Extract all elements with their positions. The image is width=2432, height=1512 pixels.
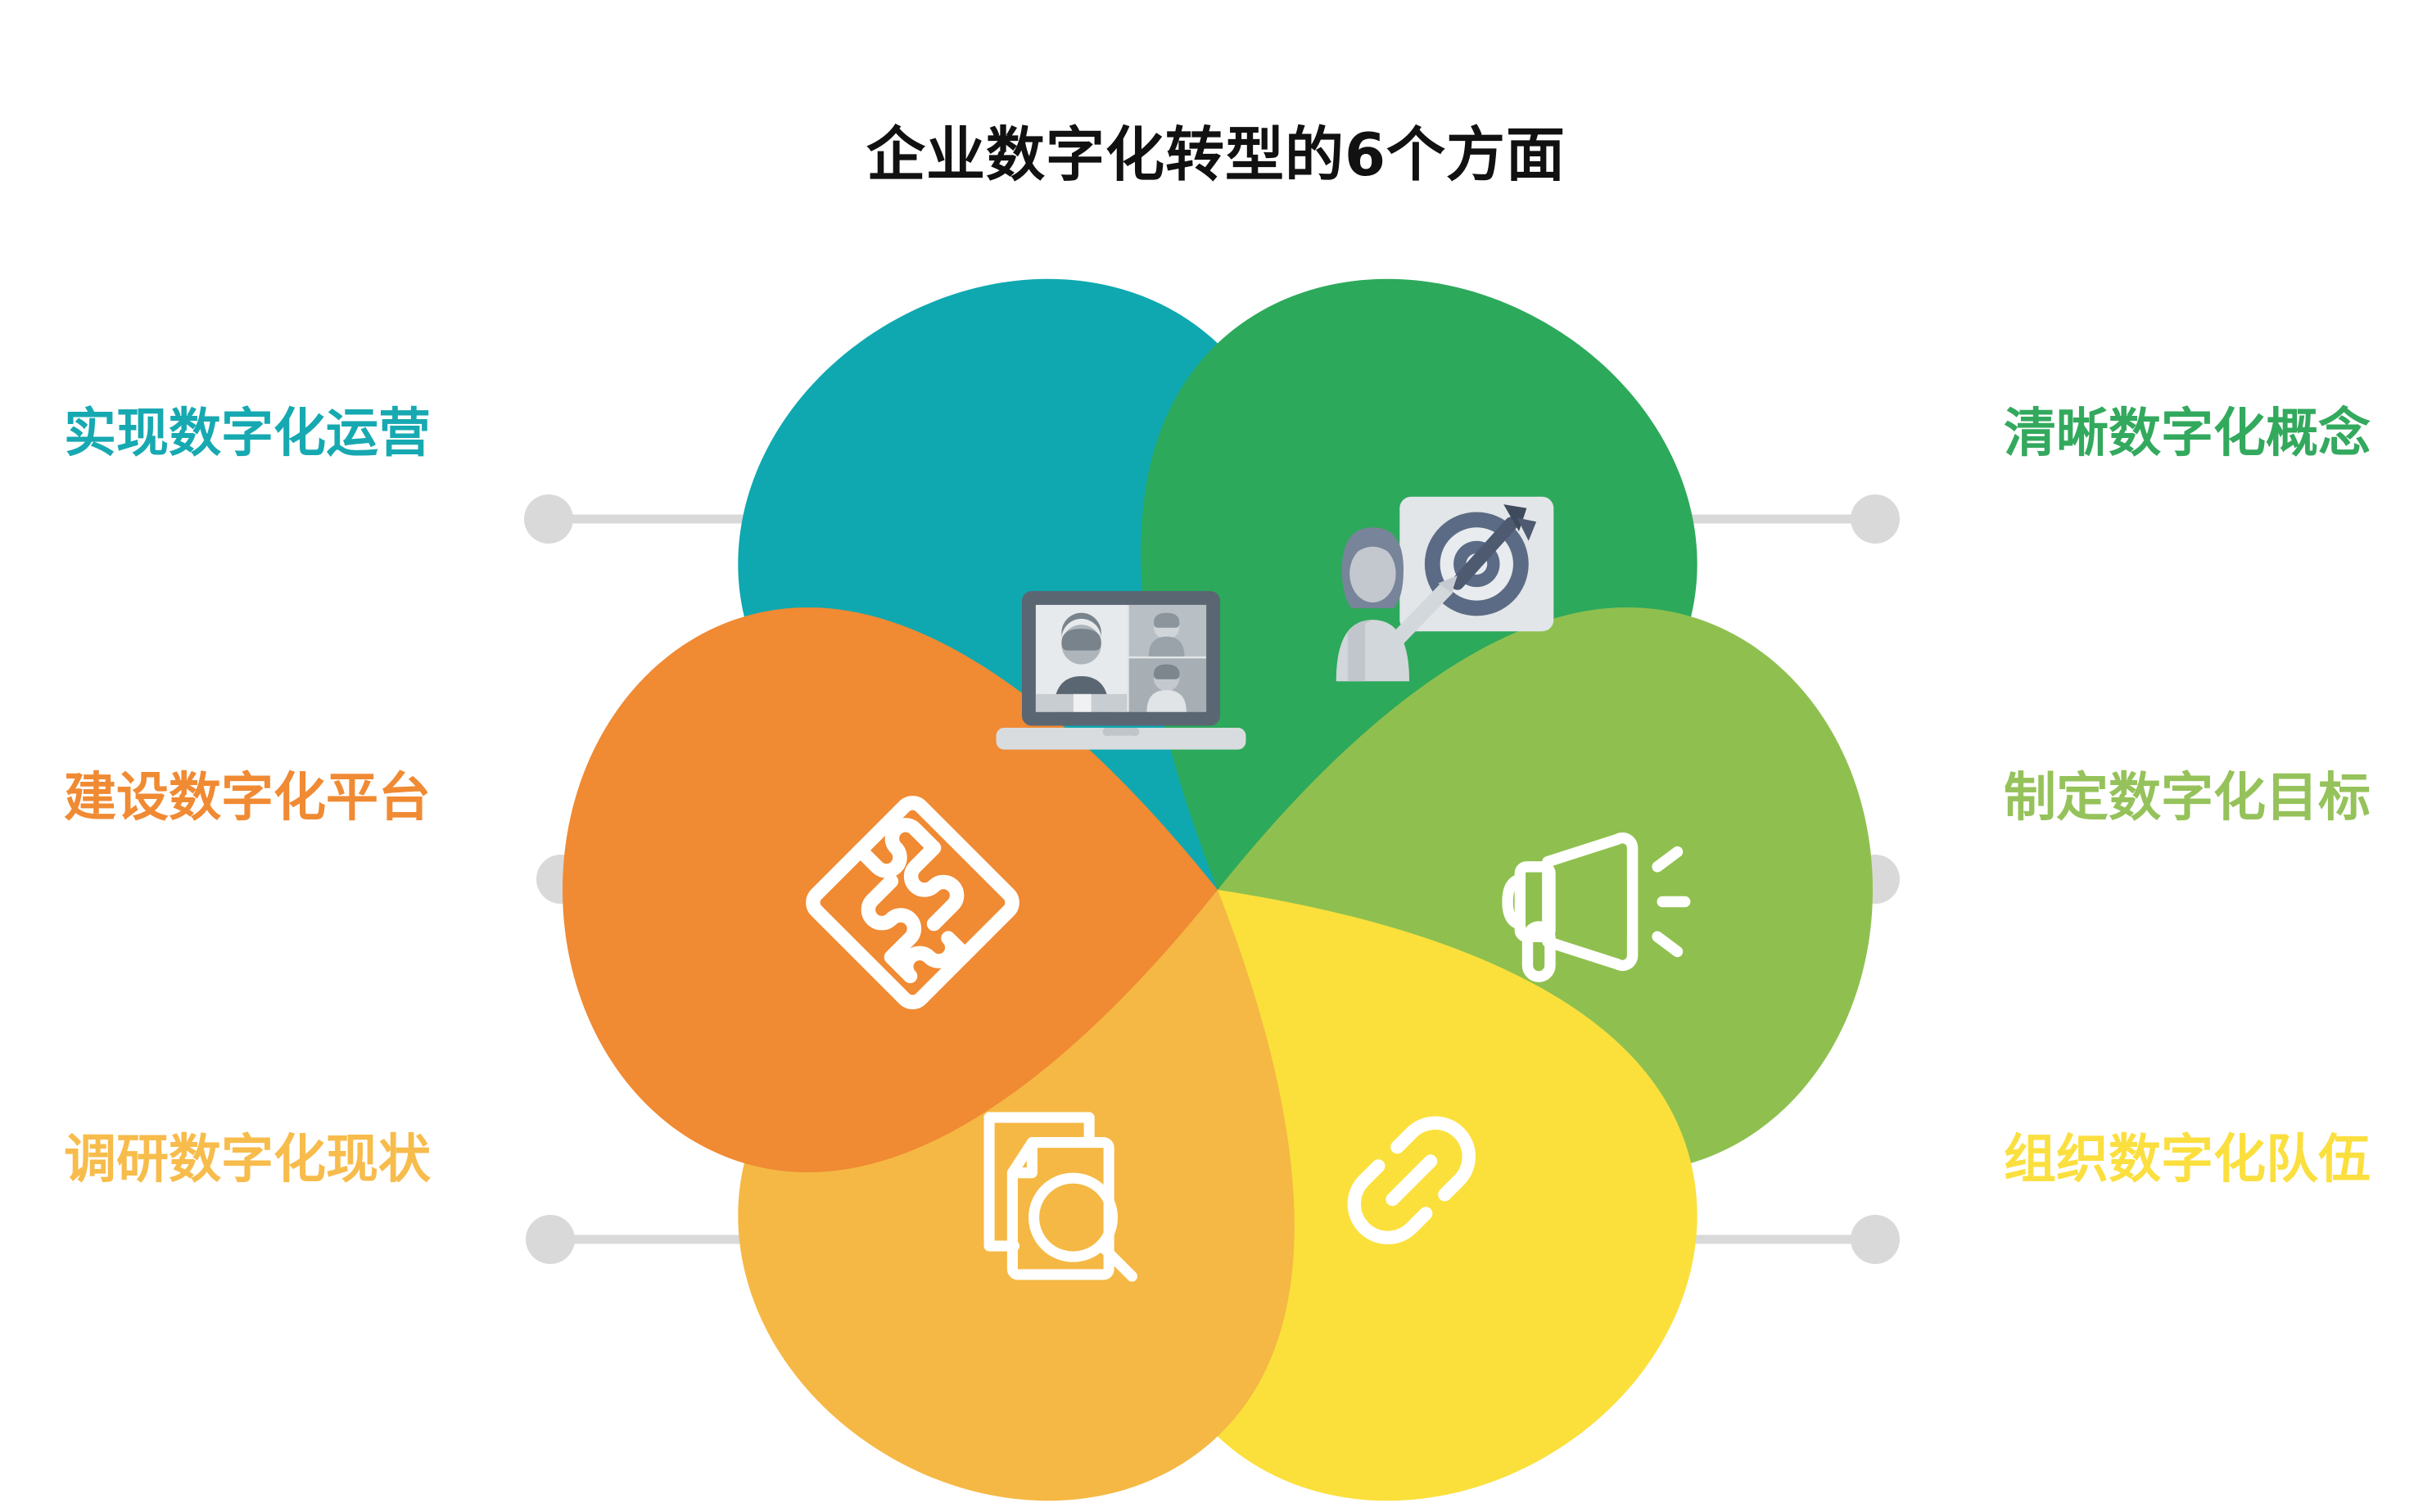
label-digital-operations[interactable]: 实现数字化运营 [64, 404, 431, 464]
connector-dot-digital-operations [524, 494, 573, 544]
megaphone-icon [1502, 832, 1691, 982]
label-digital-goals[interactable]: 制定数字化目标 [2004, 768, 2371, 828]
petal-digital-goals[interactable] [1218, 607, 1873, 1172]
label-digital-platform[interactable]: 建设数字化平台 [64, 768, 431, 828]
connector-dot-digital-team [1851, 1215, 1900, 1264]
connector-lines [524, 494, 1900, 1264]
petal-digital-operations[interactable] [645, 181, 1462, 1031]
connector-dot-digital-concept [1851, 494, 1900, 544]
presenter-target-board-icon [1336, 496, 1554, 682]
petal-digital-status-research[interactable] [645, 748, 1462, 1512]
petal-digital-team[interactable] [973, 748, 1790, 1512]
label-digital-team[interactable]: 组织数字化队伍 [2004, 1130, 2371, 1190]
chain-link-icon [1347, 1116, 1476, 1244]
petal-digital-platform[interactable] [563, 607, 1218, 1172]
petal-digital-concept[interactable] [973, 181, 1790, 1031]
connector-dot-digital-platform [536, 855, 585, 904]
petal-group [563, 181, 1873, 1512]
document-search-icon [983, 1112, 1138, 1282]
video-conference-laptop-icon [996, 591, 1246, 750]
connector-dot-digital-status-research [526, 1215, 575, 1264]
connector-dot-digital-goals [1851, 855, 1900, 904]
page-title: 企业数字化转型的6个方面 [866, 120, 1566, 189]
puzzle-piece-icon [806, 796, 1019, 1009]
label-digital-concept[interactable]: 清晰数字化概念 [2004, 404, 2371, 464]
label-digital-status-research[interactable]: 调研数字化现状 [64, 1130, 431, 1190]
